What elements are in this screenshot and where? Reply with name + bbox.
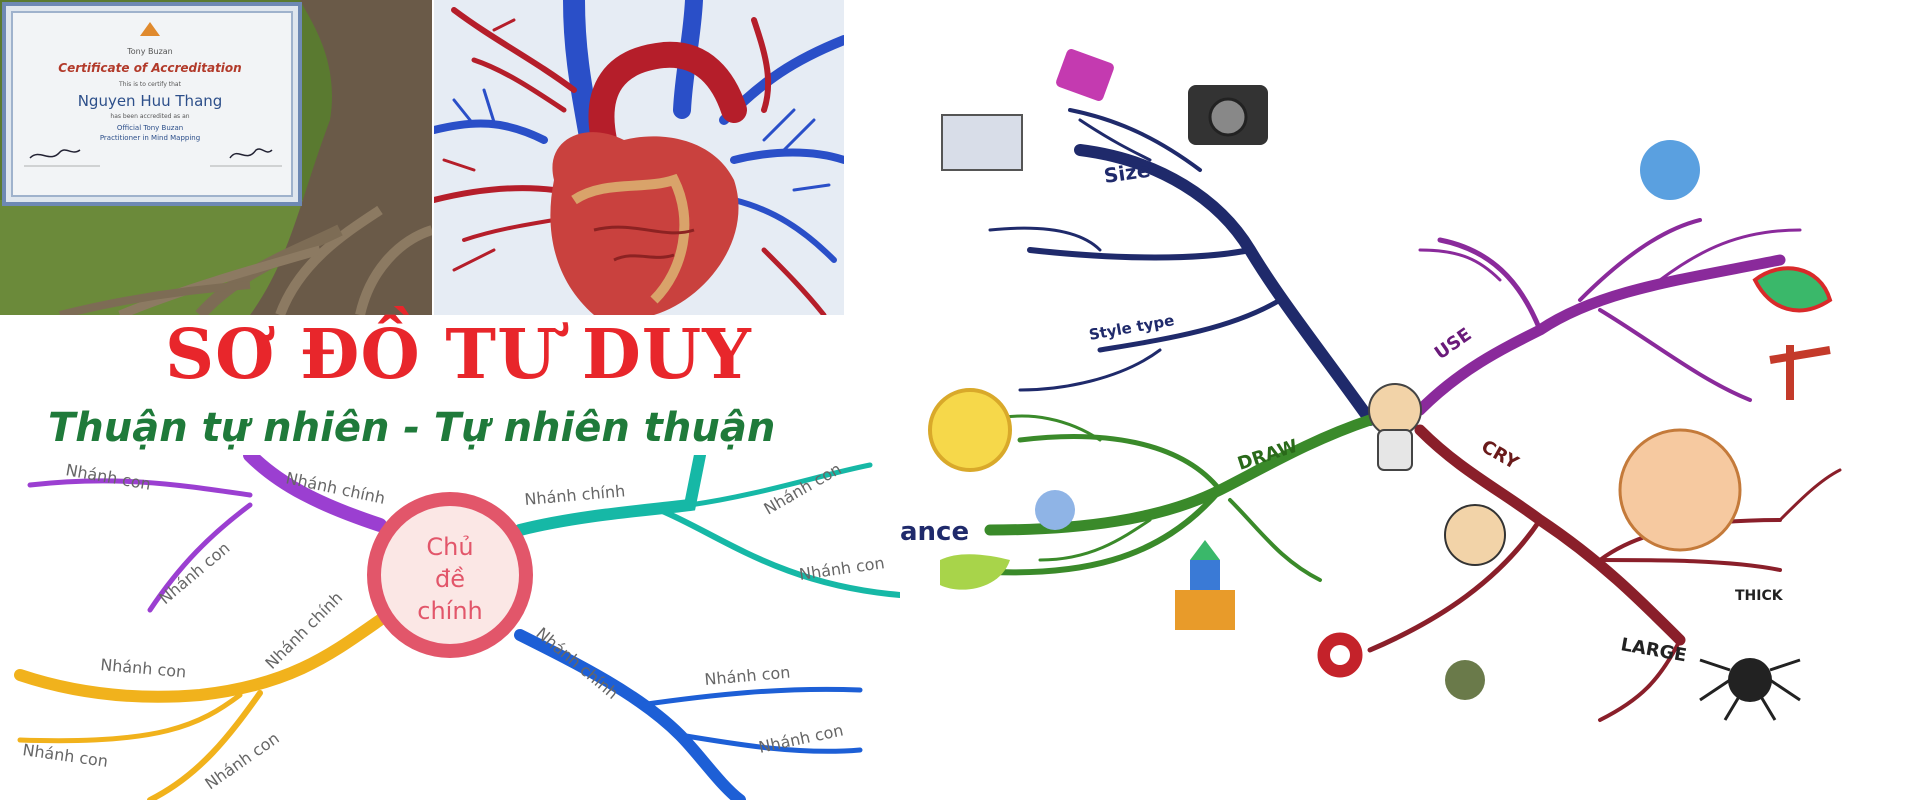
branch-label-yellow: Nhánh chính [261, 588, 346, 673]
center-label-2: đề [435, 565, 465, 593]
cert-heading: Certificate of Accreditation [58, 61, 241, 75]
label-thick: THICK [1735, 588, 1784, 604]
label-size: Size [1102, 158, 1151, 188]
tools-doodle [1769, 345, 1831, 400]
buzan-mindmap: Size Style type DRAW USE CRY LARGE THICK… [900, 0, 1920, 800]
center-label-1: Chủ [426, 533, 473, 561]
branch-label-teal: Nhánh chính [524, 481, 626, 509]
central-topic-circle [367, 492, 533, 658]
cert-body2: Official Tony Buzan [117, 124, 183, 132]
certificate-illustration: Tony Buzan Certificate of Accreditation … [0, 0, 432, 315]
sub-label-yellow-1: Nhánh con [100, 655, 187, 681]
subtitle: Thuận tự nhiên - Tự nhiên thuận [48, 405, 776, 451]
sub-label-yellow-3: Nhánh con [201, 728, 282, 793]
label-ance: ance [900, 517, 969, 547]
blocks-doodle [1175, 590, 1235, 630]
branch-label-blue: Nhánh chính [532, 624, 622, 703]
sub-label-purple-1: Nhánh con [64, 460, 152, 494]
colorful-mindmap-diagram: Chủ đề chính Nhánh chính Nhánh con Nhánh… [14, 455, 900, 800]
cert-body3: Practitioner in Mind Mapping [100, 134, 200, 142]
bug-doodle [1445, 660, 1485, 700]
sub-label-teal-2: Nhánh con [798, 553, 886, 584]
camera-magenta-doodle [1056, 49, 1114, 101]
sub-label-blue-1: Nhánh con [704, 663, 791, 689]
photo-doodle [941, 114, 1023, 171]
certificate-photo: Tony Buzan Certificate of Accreditation … [0, 0, 432, 315]
label-cry: CRY [1478, 436, 1523, 474]
cert-certify: This is to certify that [118, 81, 182, 88]
sun-doodle [928, 388, 1012, 472]
cert-body1: has been accredited as an [110, 113, 189, 120]
sub-label-purple-2: Nhánh con [155, 538, 233, 608]
bird-doodle [1640, 140, 1700, 200]
central-figure [1368, 383, 1422, 437]
colorful-mindmap: Chủ đề chính Nhánh chính Nhánh con Nhánh… [0, 455, 900, 800]
octopus-doodle [1035, 490, 1075, 530]
brain-doodle [1618, 428, 1742, 552]
arrows-doodle [1752, 266, 1833, 313]
cert-name: Nguyen Huu Thang [78, 92, 223, 110]
heart-illustration [434, 0, 844, 315]
label-use: USE [1431, 324, 1476, 364]
green-shape-doodle [940, 554, 1010, 590]
sub-label-yellow-2: Nhánh con [21, 740, 109, 771]
spider-doodle [1728, 658, 1772, 702]
heart-photo [434, 0, 844, 315]
center-label-3: chính [417, 597, 483, 625]
cert-brand: Tony Buzan [126, 47, 173, 56]
main-title: SƠ ĐỒ TƯ DUY [165, 315, 752, 395]
face-doodle [1444, 504, 1506, 566]
buzan-mindmap-diagram: Size Style type DRAW USE CRY LARGE THICK… [900, 49, 1842, 722]
